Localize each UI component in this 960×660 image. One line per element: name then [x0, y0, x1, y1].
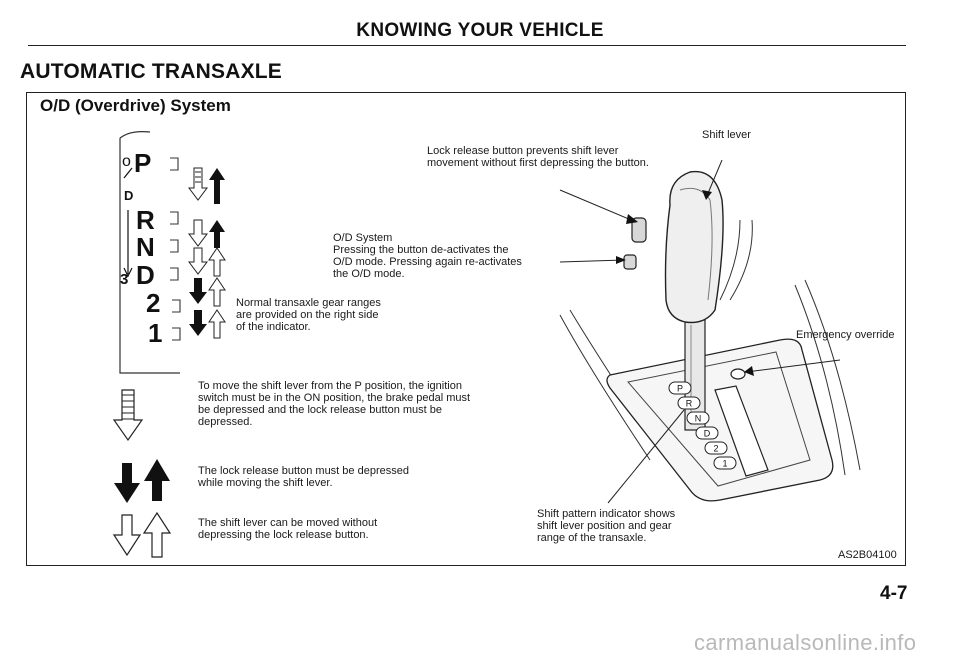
- console-slot-label: 2: [713, 444, 718, 454]
- console-slot-2: [704, 441, 728, 455]
- page-header: KNOWING YOUR VEHICLE: [356, 20, 604, 41]
- console-slot-label: N: [695, 414, 702, 424]
- console-slot-d: [695, 426, 719, 440]
- legend-hatched-arrow: [112, 389, 144, 442]
- console-slot-n: [686, 411, 710, 425]
- console-slot-1: [713, 456, 737, 470]
- gear-indicator-diagram: o P D R N 3 D 2 1: [119, 131, 226, 374]
- indicator-three-label: 3: [120, 271, 128, 288]
- indicator-letter-r: R: [136, 205, 155, 235]
- indicator-letter-1: 1: [148, 318, 162, 348]
- indicator-letter-n: N: [136, 232, 155, 262]
- lock-release-note: Lock release button prevents shift lever…: [427, 145, 649, 169]
- indicator-arrow-d: [189, 277, 226, 307]
- indicator-arrow-p: [188, 167, 225, 204]
- console-slot-label: R: [686, 399, 693, 409]
- console-slot-p: [668, 381, 692, 395]
- indicator-arrow-2: [189, 309, 226, 339]
- indicator-arrow-r: [188, 219, 225, 248]
- watermark: carmanualsonline.info: [694, 630, 917, 655]
- emergency-override-hole: [730, 368, 746, 380]
- od-button: [623, 254, 637, 270]
- ignition-note: To move the shift lever from the P posit…: [198, 380, 471, 428]
- indicator-arrow-n: [188, 247, 226, 277]
- shift-lever-label: Shift lever: [702, 129, 751, 141]
- indicator-d-label: D: [124, 188, 133, 203]
- lock-release-button: [631, 217, 647, 243]
- page-number: 4-7: [880, 583, 908, 604]
- indicator-letter-2: 2: [146, 288, 160, 318]
- lock-must-note: The lock release button must be depresse…: [198, 465, 409, 489]
- console-slot-label: D: [704, 429, 711, 439]
- arrow-legend: [112, 389, 172, 558]
- indicator-letter-d: D: [136, 260, 155, 290]
- figure-code: AS2B04100: [838, 549, 897, 561]
- indicator-o-label: o: [122, 153, 131, 170]
- figure-frame: [26, 92, 906, 566]
- header-rule: [28, 45, 906, 46]
- legend-solid-arrows: [114, 459, 170, 503]
- console-slot-r: [677, 396, 701, 410]
- indicator-letter-p: P: [134, 148, 151, 178]
- console-slot-label: 1: [722, 459, 727, 469]
- subsection-title: O/D (Overdrive) System: [40, 96, 231, 115]
- legend-outline-arrows: [112, 511, 172, 558]
- console-slot-label: P: [677, 384, 683, 394]
- section-title: AUTOMATIC TRANSAXLE: [20, 60, 283, 83]
- emergency-override-label: Emergency override: [796, 329, 895, 341]
